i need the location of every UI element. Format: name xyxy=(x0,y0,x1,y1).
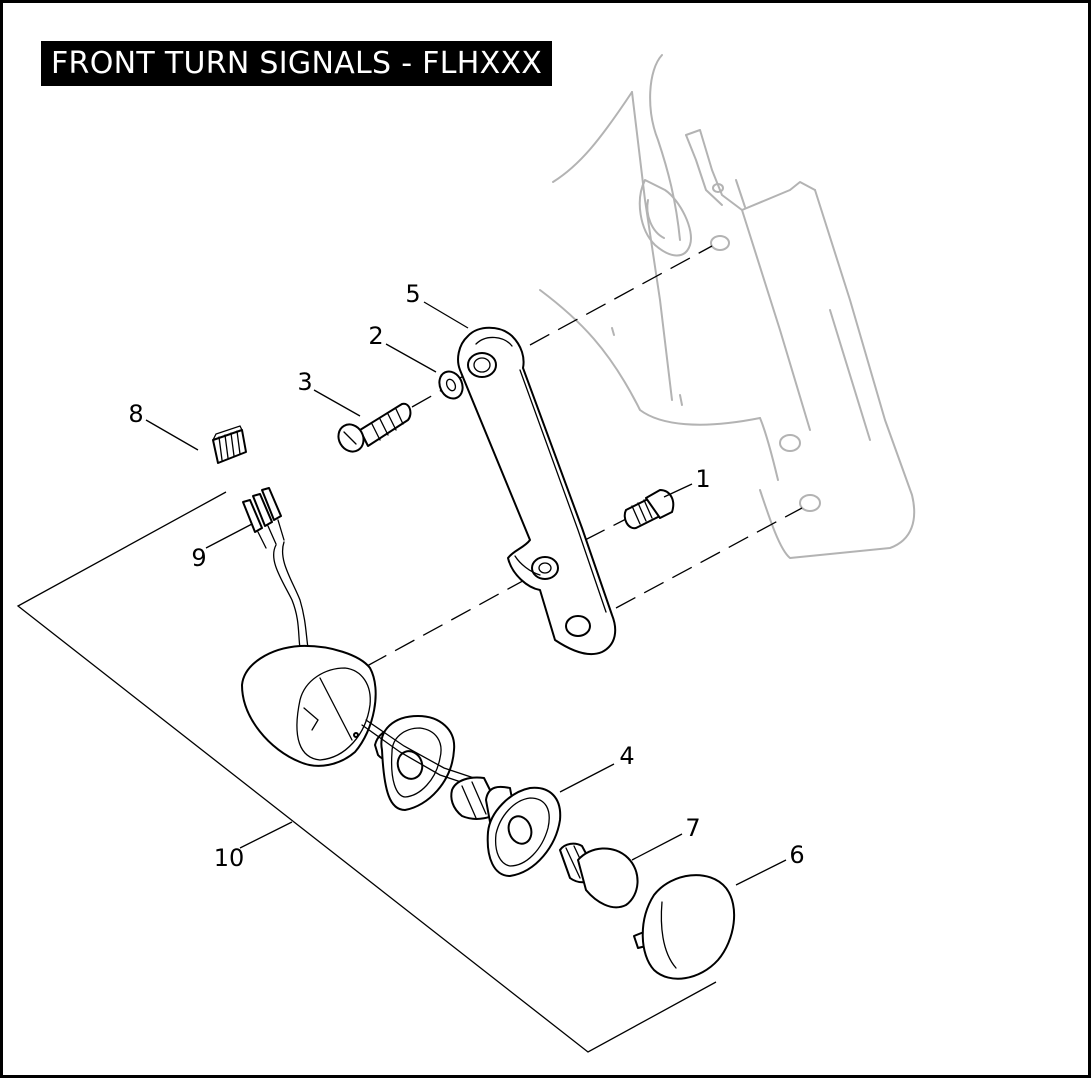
turn-signal-bracket xyxy=(457,326,617,656)
signal-housing-assembly xyxy=(241,541,475,811)
callout-5: 5 xyxy=(405,280,420,308)
signal-lens xyxy=(633,874,736,980)
callout-6: 6 xyxy=(789,841,804,869)
bulb-socket xyxy=(450,776,562,877)
callout-2: 2 xyxy=(368,322,383,350)
turn-signal-bulb xyxy=(559,842,639,909)
mounting-screw xyxy=(337,402,412,453)
wire-connector xyxy=(212,425,247,464)
fork-bracket-background xyxy=(539,54,916,559)
assembly-outline xyxy=(16,491,717,1053)
washer xyxy=(438,370,464,400)
diagram-title: FRONT TURN SIGNALS - FLHXXX xyxy=(41,41,553,86)
callout-10: 10 xyxy=(214,844,245,872)
callout-1: 1 xyxy=(695,465,710,493)
callout-7: 7 xyxy=(685,814,700,842)
callout-3: 3 xyxy=(297,368,312,396)
bracket-bolt xyxy=(623,489,675,530)
callout-8: 8 xyxy=(128,400,143,428)
wire-terminals xyxy=(242,487,285,549)
callout-labels: 1 2 3 4 5 6 7 8 9 10 xyxy=(128,280,804,872)
callout-4: 4 xyxy=(619,742,634,770)
leader-lines xyxy=(145,301,787,886)
callout-9: 9 xyxy=(191,544,206,572)
